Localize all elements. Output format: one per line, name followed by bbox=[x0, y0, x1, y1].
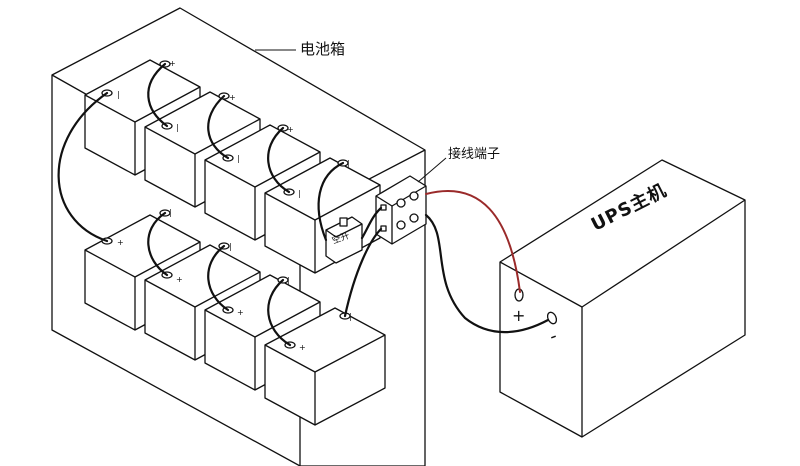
polarity-mark: | bbox=[169, 208, 172, 217]
polarity-mark: | bbox=[237, 154, 240, 163]
cable-switch-terminal bbox=[360, 206, 383, 240]
polarity-mark: + bbox=[176, 275, 183, 284]
polarity-mark: | bbox=[229, 242, 232, 251]
polarity-mark: + bbox=[237, 308, 244, 317]
cable-bottom3-bottom4 bbox=[267, 278, 292, 347]
polarity-mark: | bbox=[287, 276, 290, 285]
cable-top2-top3 bbox=[207, 94, 230, 160]
polarity-mark: | bbox=[347, 159, 350, 168]
polarity-mark: | bbox=[349, 312, 352, 321]
terminal-block-label: 接线端子 bbox=[448, 147, 501, 162]
leader-terminal-block bbox=[417, 157, 447, 183]
battery-polarity-marks: | + | + | + | | + | + | + | + | bbox=[117, 59, 352, 352]
cable-bottom4-terminal bbox=[343, 227, 383, 318]
polarity-mark: + bbox=[287, 125, 294, 134]
leader-lines bbox=[255, 49, 447, 183]
polarity-mark: + bbox=[299, 343, 306, 352]
cable-terminal-ups-positive bbox=[425, 189, 521, 293]
cable-bottom2-bottom3 bbox=[207, 244, 230, 312]
polarity-mark: + bbox=[229, 93, 236, 102]
polarity-mark: | bbox=[117, 90, 120, 99]
polarity-mark: | bbox=[176, 123, 179, 132]
cable-terminal-ups-negative bbox=[424, 213, 550, 334]
breaker-switch bbox=[325, 216, 363, 264]
cable-top4-switch bbox=[317, 161, 345, 242]
cable-top1-bottom1 bbox=[57, 91, 109, 243]
cable-top1-top2 bbox=[147, 62, 169, 128]
polarity-mark: + bbox=[169, 59, 176, 68]
ups-host bbox=[499, 159, 746, 438]
ups-positive-label: + bbox=[512, 306, 526, 325]
cable-top3-top4 bbox=[267, 126, 291, 194]
cable-bottom1-bottom2 bbox=[147, 211, 169, 277]
polarity-mark: + bbox=[117, 238, 124, 247]
polarity-mark: | bbox=[298, 189, 301, 198]
cables bbox=[57, 62, 550, 347]
battery-box-label: 电池箱 bbox=[300, 40, 346, 58]
